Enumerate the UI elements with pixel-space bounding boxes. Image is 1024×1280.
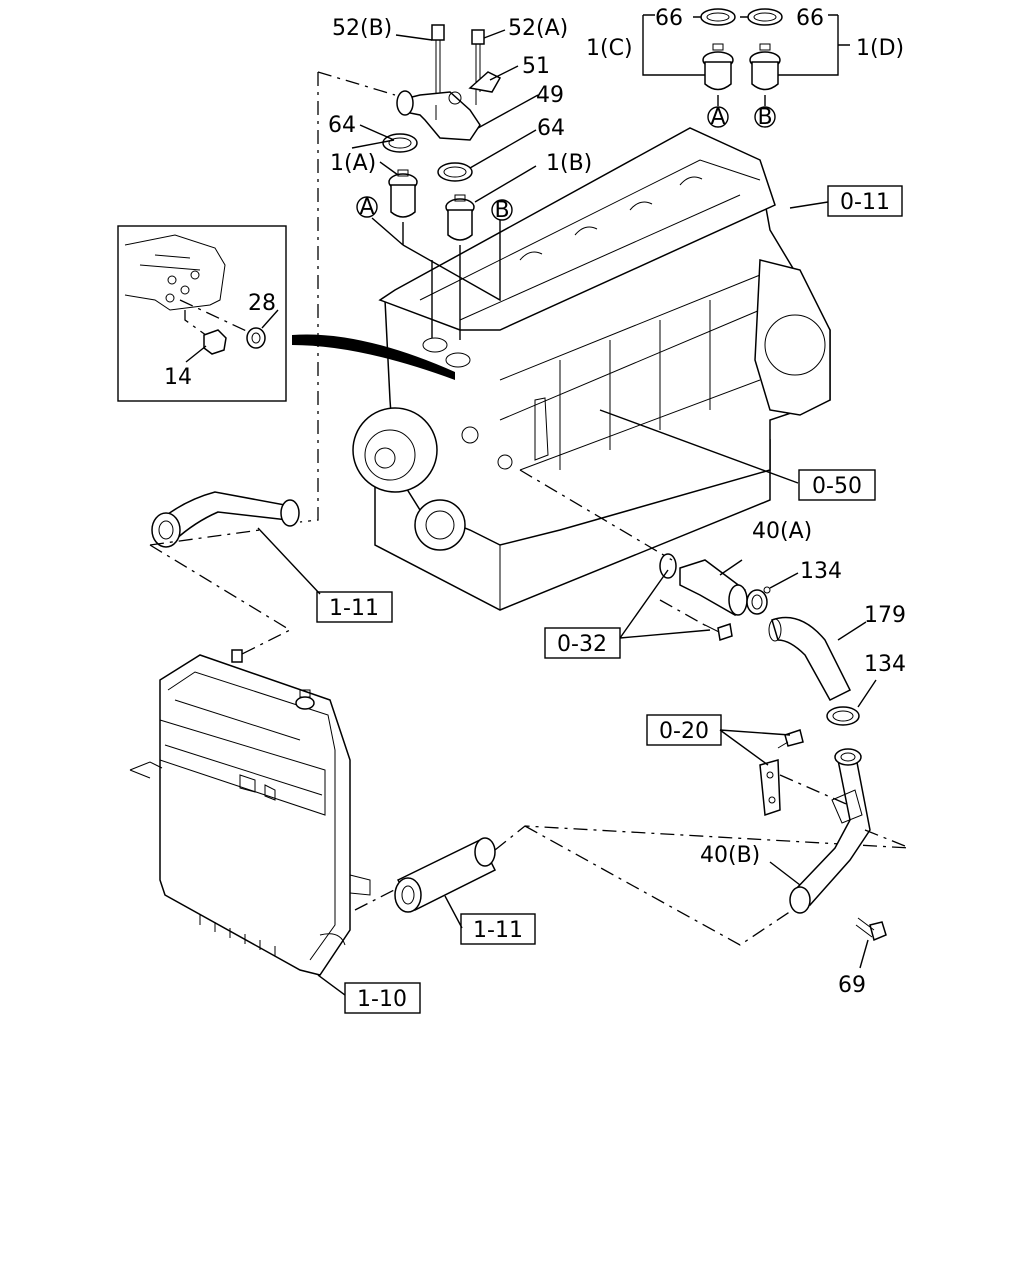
label-64-right: 64 [537,116,565,141]
ref-box-1-11-upper [316,591,393,623]
label-69: 69 [838,973,866,998]
label-51: 51 [522,54,550,79]
ref-box-0-50 [798,469,876,501]
label-40a: 40(A) [752,519,812,544]
part-labels: 52(B) 52(A) 51 49 64 64 1(A) 1(B) 66 66 … [164,6,906,998]
water-pipe-40a [519,469,748,641]
circle-b-lower [491,199,513,221]
label-66-right: 66 [796,6,824,31]
ref-1-10: 1-10 [357,987,407,1012]
circle-b-upper-text: B [757,105,772,130]
ref-0-50: 0-50 [812,474,862,499]
label-134-lower: 134 [864,652,906,677]
ref-1-11-upper: 1-11 [329,596,379,621]
label-1b: 1(B) [546,151,592,176]
circle-b-upper [754,106,776,128]
label-66-left: 66 [655,6,683,31]
ref-box-0-32 [544,627,621,659]
label-28: 28 [248,291,276,316]
radiator [129,649,371,996]
reference-boxes: 0-11 0-50 0-32 0-20 1-11 1-11 1-10 [316,185,903,1014]
circle-callouts: A B A B [356,105,776,223]
label-1a: 1(A) [330,151,376,176]
engine-block [352,127,831,611]
inset-detail-box [117,225,455,402]
clamp-134-upper [746,572,799,615]
label-179: 179 [864,603,906,628]
ref-1-11-lower: 1-11 [473,918,523,943]
thermostat-housing-assembly [371,24,502,340]
upper-hose [149,71,396,656]
circle-b-lower-text: B [494,198,509,223]
circle-a-lower [356,196,378,218]
label-14: 14 [164,365,192,390]
label-64-left: 64 [328,113,356,138]
ref-box-0-11 [827,185,903,217]
hose-179 [768,616,867,701]
circle-a-lower-text: A [359,195,374,220]
label-49: 49 [536,83,564,108]
ref-0-32: 0-32 [557,632,607,657]
label-134-upper: 134 [800,559,842,584]
ref-0-20: 0-20 [659,719,709,744]
circle-a-upper-text: A [710,105,725,130]
label-52a: 52(A) [508,16,568,41]
leader-lines [185,29,829,639]
label-52b: 52(B) [332,16,392,41]
circle-a-upper [707,106,729,128]
label-40b: 40(B) [700,843,760,868]
water-pipe-40b [769,748,911,969]
lower-hose [354,825,911,946]
label-1c: 1(C) [586,36,633,61]
ref-box-0-20 [646,714,722,746]
label-1d: 1(D) [856,36,904,61]
thermostat-kits-c-d [642,8,850,106]
ref-box-1-10 [344,982,421,1014]
bracket-0-20 [719,729,861,817]
clamp-134-lower [826,679,877,726]
ref-0-11: 0-11 [840,190,890,215]
ref-box-1-11-lower [460,913,536,945]
